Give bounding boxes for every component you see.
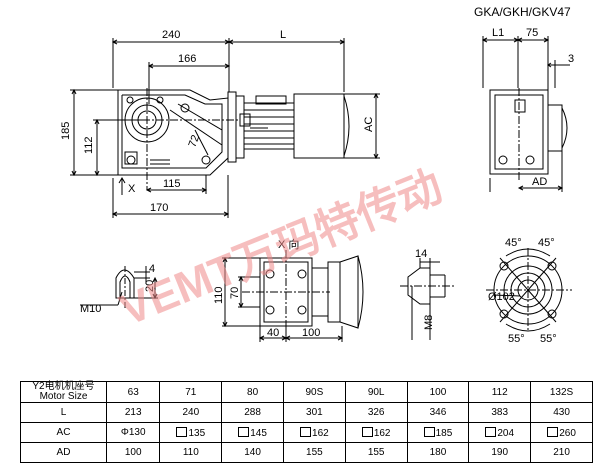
table-cell: 155 — [344, 442, 408, 463]
square-icon — [300, 426, 312, 437]
table-header-row: Y2电机机座号 Motor Size 63 71 80 90S 90L 100 … — [20, 381, 593, 403]
ac-value: 162 — [312, 427, 329, 439]
square-icon — [361, 426, 373, 437]
dim-x-dir: X 向 — [278, 237, 299, 251]
dim-d102: Ø102 — [488, 291, 515, 303]
table-cell: 240 — [159, 402, 223, 423]
size-cell: 63 — [105, 381, 161, 403]
table-cell: 180 — [406, 442, 470, 463]
size-cell: 71 — [159, 381, 223, 403]
dim-4: 4 — [149, 263, 155, 275]
size-cell: 132S — [530, 381, 593, 403]
shaft-detail — [400, 258, 455, 340]
drawing-title: GKA/GKH/GKV47 — [474, 5, 571, 19]
dim-l1: L1 — [492, 27, 504, 39]
dim-m8: M8 — [423, 315, 435, 330]
dim-ac: AC — [363, 117, 375, 132]
square-icon — [423, 426, 435, 437]
table-cell: 162 — [282, 422, 346, 443]
ac-value: 260 — [559, 427, 576, 439]
motor-size-table: Y2电机机座号 Motor Size 63 71 80 90S 90L 100 … — [20, 381, 593, 463]
row-label: AD — [20, 442, 107, 463]
square-icon — [485, 426, 497, 437]
ac-value: Φ130 — [120, 427, 146, 438]
ac-value: 162 — [373, 427, 391, 439]
table-cell: 210 — [530, 442, 593, 463]
table-cell: Φ130 — [105, 422, 161, 443]
dim-l: L — [280, 29, 286, 41]
ac-value: 145 — [250, 427, 267, 439]
table-cell: 110 — [159, 442, 223, 463]
size-cell: 112 — [468, 381, 532, 403]
table-row-ac: AC Φ130 135 145 162 162 185 204 260 — [20, 422, 593, 443]
dim-3: 3 — [568, 53, 574, 65]
square-icon — [547, 426, 559, 437]
size-cell: 90S — [282, 381, 346, 403]
row-label: AC — [20, 422, 107, 443]
table-cell: 204 — [468, 422, 532, 443]
table-cell: 145 — [221, 422, 284, 443]
table-cell: 140 — [221, 442, 284, 463]
size-cell: 80 — [221, 381, 284, 403]
dim-ad: AD — [532, 176, 547, 188]
ac-value: 204 — [497, 427, 515, 439]
dim-x: X — [128, 183, 136, 195]
table-cell: 190 — [468, 442, 532, 463]
table-cell: 162 — [344, 422, 408, 443]
dim-40: 40 — [267, 327, 279, 339]
dim-55-right: 55° — [540, 333, 557, 345]
dim-100: 100 — [302, 327, 320, 339]
table-cell: 135 — [159, 422, 223, 443]
table-cell: 288 — [221, 402, 284, 423]
dim-75: 75 — [526, 27, 538, 39]
ac-value: 185 — [435, 427, 453, 439]
dim-115: 115 — [163, 178, 181, 190]
table-cell: 383 — [468, 402, 532, 423]
ac-value: 135 — [188, 427, 206, 439]
dim-185: 185 — [60, 122, 72, 140]
square-icon — [176, 426, 188, 437]
header-label-en: Motor Size — [39, 391, 88, 402]
dim-72: 72 — [187, 133, 202, 149]
side-view — [481, 36, 570, 192]
table-cell: 301 — [282, 402, 346, 423]
table-row-ad: AD 100 110 140 155 155 180 190 210 — [20, 442, 593, 463]
dim-240: 240 — [162, 29, 180, 41]
header-label-cn: Y2电机机座号 — [32, 381, 95, 392]
dim-20: 20 — [144, 280, 156, 292]
table-row-l: L 213 240 288 301 326 346 383 430 — [20, 402, 593, 423]
square-icon — [238, 426, 250, 437]
size-cell: 90L — [344, 381, 408, 403]
dim-45-left: 45° — [505, 237, 522, 249]
dim-170: 170 — [150, 202, 168, 214]
table-cell: 260 — [530, 422, 593, 443]
dim-55-left: 55° — [508, 333, 525, 345]
dim-166: 166 — [178, 53, 196, 65]
x-view — [222, 250, 364, 342]
table-header-label: Y2电机机座号 Motor Size — [20, 381, 107, 403]
table-cell: 185 — [406, 422, 470, 443]
table-cell: 155 — [282, 442, 346, 463]
table-cell: 213 — [105, 402, 161, 423]
flange-detail — [486, 248, 572, 332]
row-label: L — [20, 402, 107, 423]
dim-45-right: 45° — [538, 237, 555, 249]
dim-14: 14 — [415, 248, 427, 260]
dim-m10: M10 — [80, 303, 101, 315]
table-cell: 430 — [530, 402, 593, 423]
dim-110: 110 — [213, 286, 225, 304]
table-cell: 326 — [344, 402, 408, 423]
main-front-view — [70, 38, 380, 218]
size-cell: 100 — [406, 381, 470, 403]
dim-70: 70 — [229, 287, 241, 299]
dim-112: 112 — [83, 136, 95, 154]
table-cell: 100 — [105, 442, 161, 463]
foot-detail — [80, 266, 158, 310]
table-cell: 346 — [406, 402, 470, 423]
